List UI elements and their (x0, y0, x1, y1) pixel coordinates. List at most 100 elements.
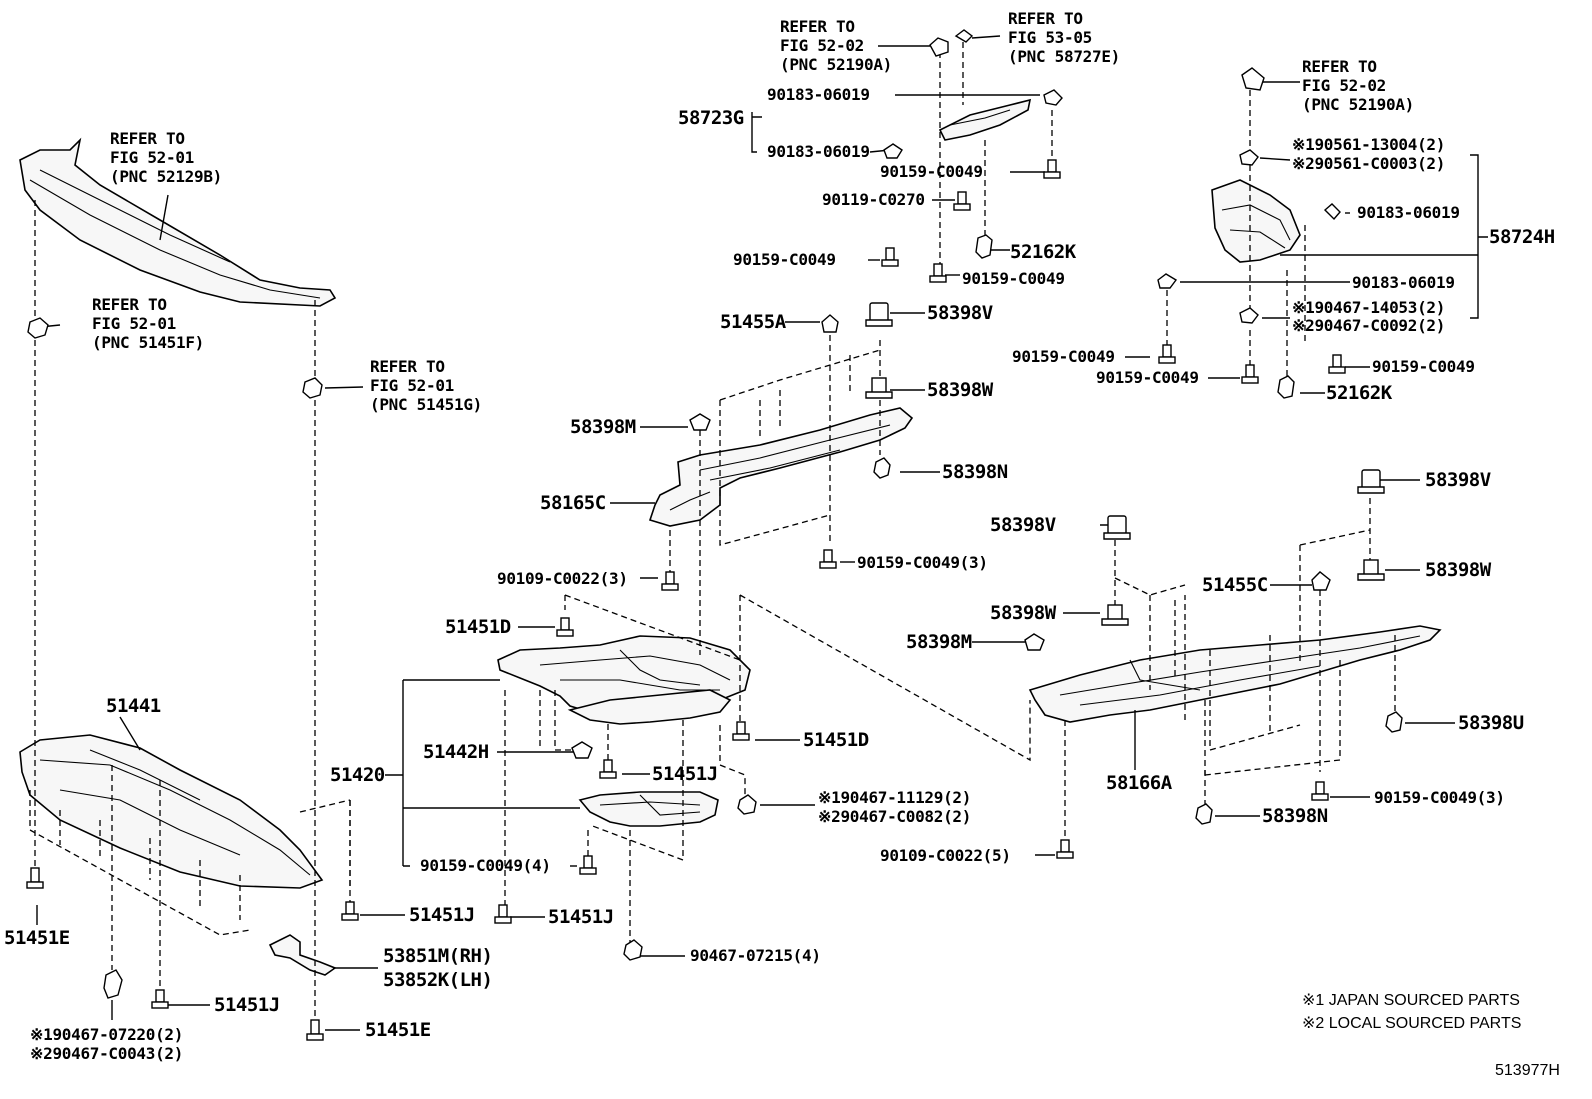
label-90159-C0049: 90159-C0049 (880, 162, 983, 181)
label-58398N: 58398N (1262, 805, 1328, 827)
label-58398M: 58398M (570, 416, 636, 438)
label-90183-06019: 90183-06019 (1357, 203, 1460, 222)
label-90159-C0049: 90159-C0049 (962, 269, 1065, 288)
callout-text: FIG 52-01 (92, 314, 176, 333)
label-51451J: 51451J (548, 906, 614, 928)
label-90467-C0092: ※290467-C0092(2) (1292, 316, 1445, 335)
label-58723G: 58723G (678, 107, 744, 129)
label-90467-C0043: ※290467-C0043(2) (30, 1044, 183, 1063)
bolt-icon (1328, 354, 1346, 374)
label-90467-11129: ※190467-11129(2) (818, 788, 971, 807)
bolt-icon (579, 855, 597, 875)
label-51451D: 51451D (803, 729, 869, 751)
label-58398U: 58398U (1458, 712, 1524, 734)
clip-icon (821, 314, 839, 333)
dashed-guides (34, 42, 1396, 1020)
grommet-icon (1357, 469, 1385, 494)
bolt-icon (599, 759, 617, 779)
callout-text: REFER TO (1302, 57, 1377, 76)
bolt-icon (953, 191, 971, 211)
note-local-sourced: ※2 LOCAL SOURCED PARTS (1302, 1015, 1521, 1032)
callout-text: REFER TO (780, 17, 855, 36)
bolt-icon (556, 617, 574, 637)
callout-text: FIG 52-02 (1302, 76, 1386, 95)
bracket-58724H-part (1211, 179, 1301, 263)
part-labels: 58723G 90183-06019 90183-06019 90159-C00… (4, 85, 1555, 1063)
callout-text: (PNC 52190A) (780, 55, 892, 74)
refer-label-r2: REFER TO FIG 53-05 (PNC 58727E) (1008, 9, 1120, 66)
label-90467-07215: 90467-07215(4) (690, 946, 821, 965)
label-90183-06019: 90183-06019 (767, 85, 870, 104)
label-51451J: 51451J (214, 994, 280, 1016)
callout-text: (PNC 52190A) (1302, 95, 1414, 114)
shield-58165C-part (648, 407, 914, 527)
nut-icon (1323, 203, 1341, 221)
clip-icon (929, 37, 949, 57)
bolt-icon (661, 571, 679, 591)
nut-icon (689, 413, 711, 431)
label-58398W: 58398W (1425, 559, 1492, 581)
push-rivet-icon (737, 794, 757, 815)
label-51451J: 51451J (409, 904, 475, 926)
bumper-lip-part (19, 137, 337, 307)
label-58398W: 58398W (927, 379, 994, 401)
rivet-icon (1277, 375, 1295, 399)
shield-58165C-dashed (719, 349, 881, 546)
label-58398N: 58398N (942, 461, 1008, 483)
callout-text: REFER TO (110, 129, 185, 148)
bolt-icon (151, 989, 169, 1009)
bolt-icon (1241, 364, 1259, 384)
bolt-icon (494, 904, 512, 924)
push-rivet-icon (873, 457, 891, 479)
shield-58166A-dashed (1114, 529, 1371, 776)
nut-icon (1043, 89, 1063, 106)
fasteners (26, 29, 1403, 1041)
label-58165C: 58165C (540, 492, 606, 514)
label-51441: 51441 (106, 695, 161, 717)
clip-icon (302, 377, 323, 399)
shield-58166A-part (1028, 625, 1442, 723)
label-90159-C0049: 90159-C0049 (1096, 368, 1199, 387)
label-58398V: 58398V (1425, 469, 1491, 491)
callout-text: REFER TO (92, 295, 167, 314)
callout-text: REFER TO (370, 357, 445, 376)
nut-icon (571, 741, 593, 759)
label-90159-C0049: 90159-C0049 (733, 250, 836, 269)
washer-icon (1239, 149, 1259, 166)
clip-icon (954, 29, 974, 43)
nut-icon (1157, 273, 1178, 289)
bolt-icon (881, 247, 899, 267)
callout-text: (PNC 58727E) (1008, 47, 1120, 66)
nut-icon (883, 143, 903, 159)
washer-icon (1239, 307, 1259, 324)
callout-text: FIG 52-01 (110, 148, 194, 167)
grommet-icon (1103, 515, 1131, 540)
callout-text: FIG 52-01 (370, 376, 454, 395)
push-rivet-icon (623, 939, 643, 961)
grommet-icon (1101, 604, 1129, 626)
push-rivet-icon (1385, 711, 1403, 733)
bolt-icon (819, 549, 837, 569)
refer-label-r5: REFER TO FIG 52-01 (PNC 51451F) (92, 295, 204, 352)
bolt-icon (341, 901, 359, 921)
label-90119-C0270: 90119-C0270 (822, 190, 925, 209)
callout-text: FIG 52-02 (780, 36, 864, 55)
label-51455A: 51455A (720, 311, 787, 333)
label-53852K: 53852K(LH) (383, 969, 492, 991)
legend-notes: ※1 JAPAN SOURCED PARTS ※2 LOCAL SOURCED … (1302, 992, 1560, 1079)
rivet-icon (975, 234, 993, 259)
bolt-icon (1311, 781, 1329, 801)
label-53851M: 53851M(RH) (383, 945, 492, 967)
label-90561-C0003: ※290561-C0003(2) (1292, 154, 1445, 173)
label-51451D: 51451D (445, 616, 511, 638)
label-52162K: 52162K (1326, 382, 1393, 404)
label-58398V: 58398V (990, 514, 1056, 536)
callout-text: FIG 53-05 (1008, 28, 1092, 47)
figure-id: 513977H (1495, 1062, 1560, 1079)
label-58398W: 58398W (990, 602, 1057, 624)
push-rivet-icon (103, 969, 123, 999)
bolt-icon (1056, 839, 1074, 859)
label-90467-14053: ※190467-14053(2) (1292, 298, 1445, 317)
label-90467-07220: ※190467-07220(2) (30, 1025, 183, 1044)
refer-label-r6: REFER TO FIG 52-01 (PNC 51451G) (370, 357, 482, 414)
